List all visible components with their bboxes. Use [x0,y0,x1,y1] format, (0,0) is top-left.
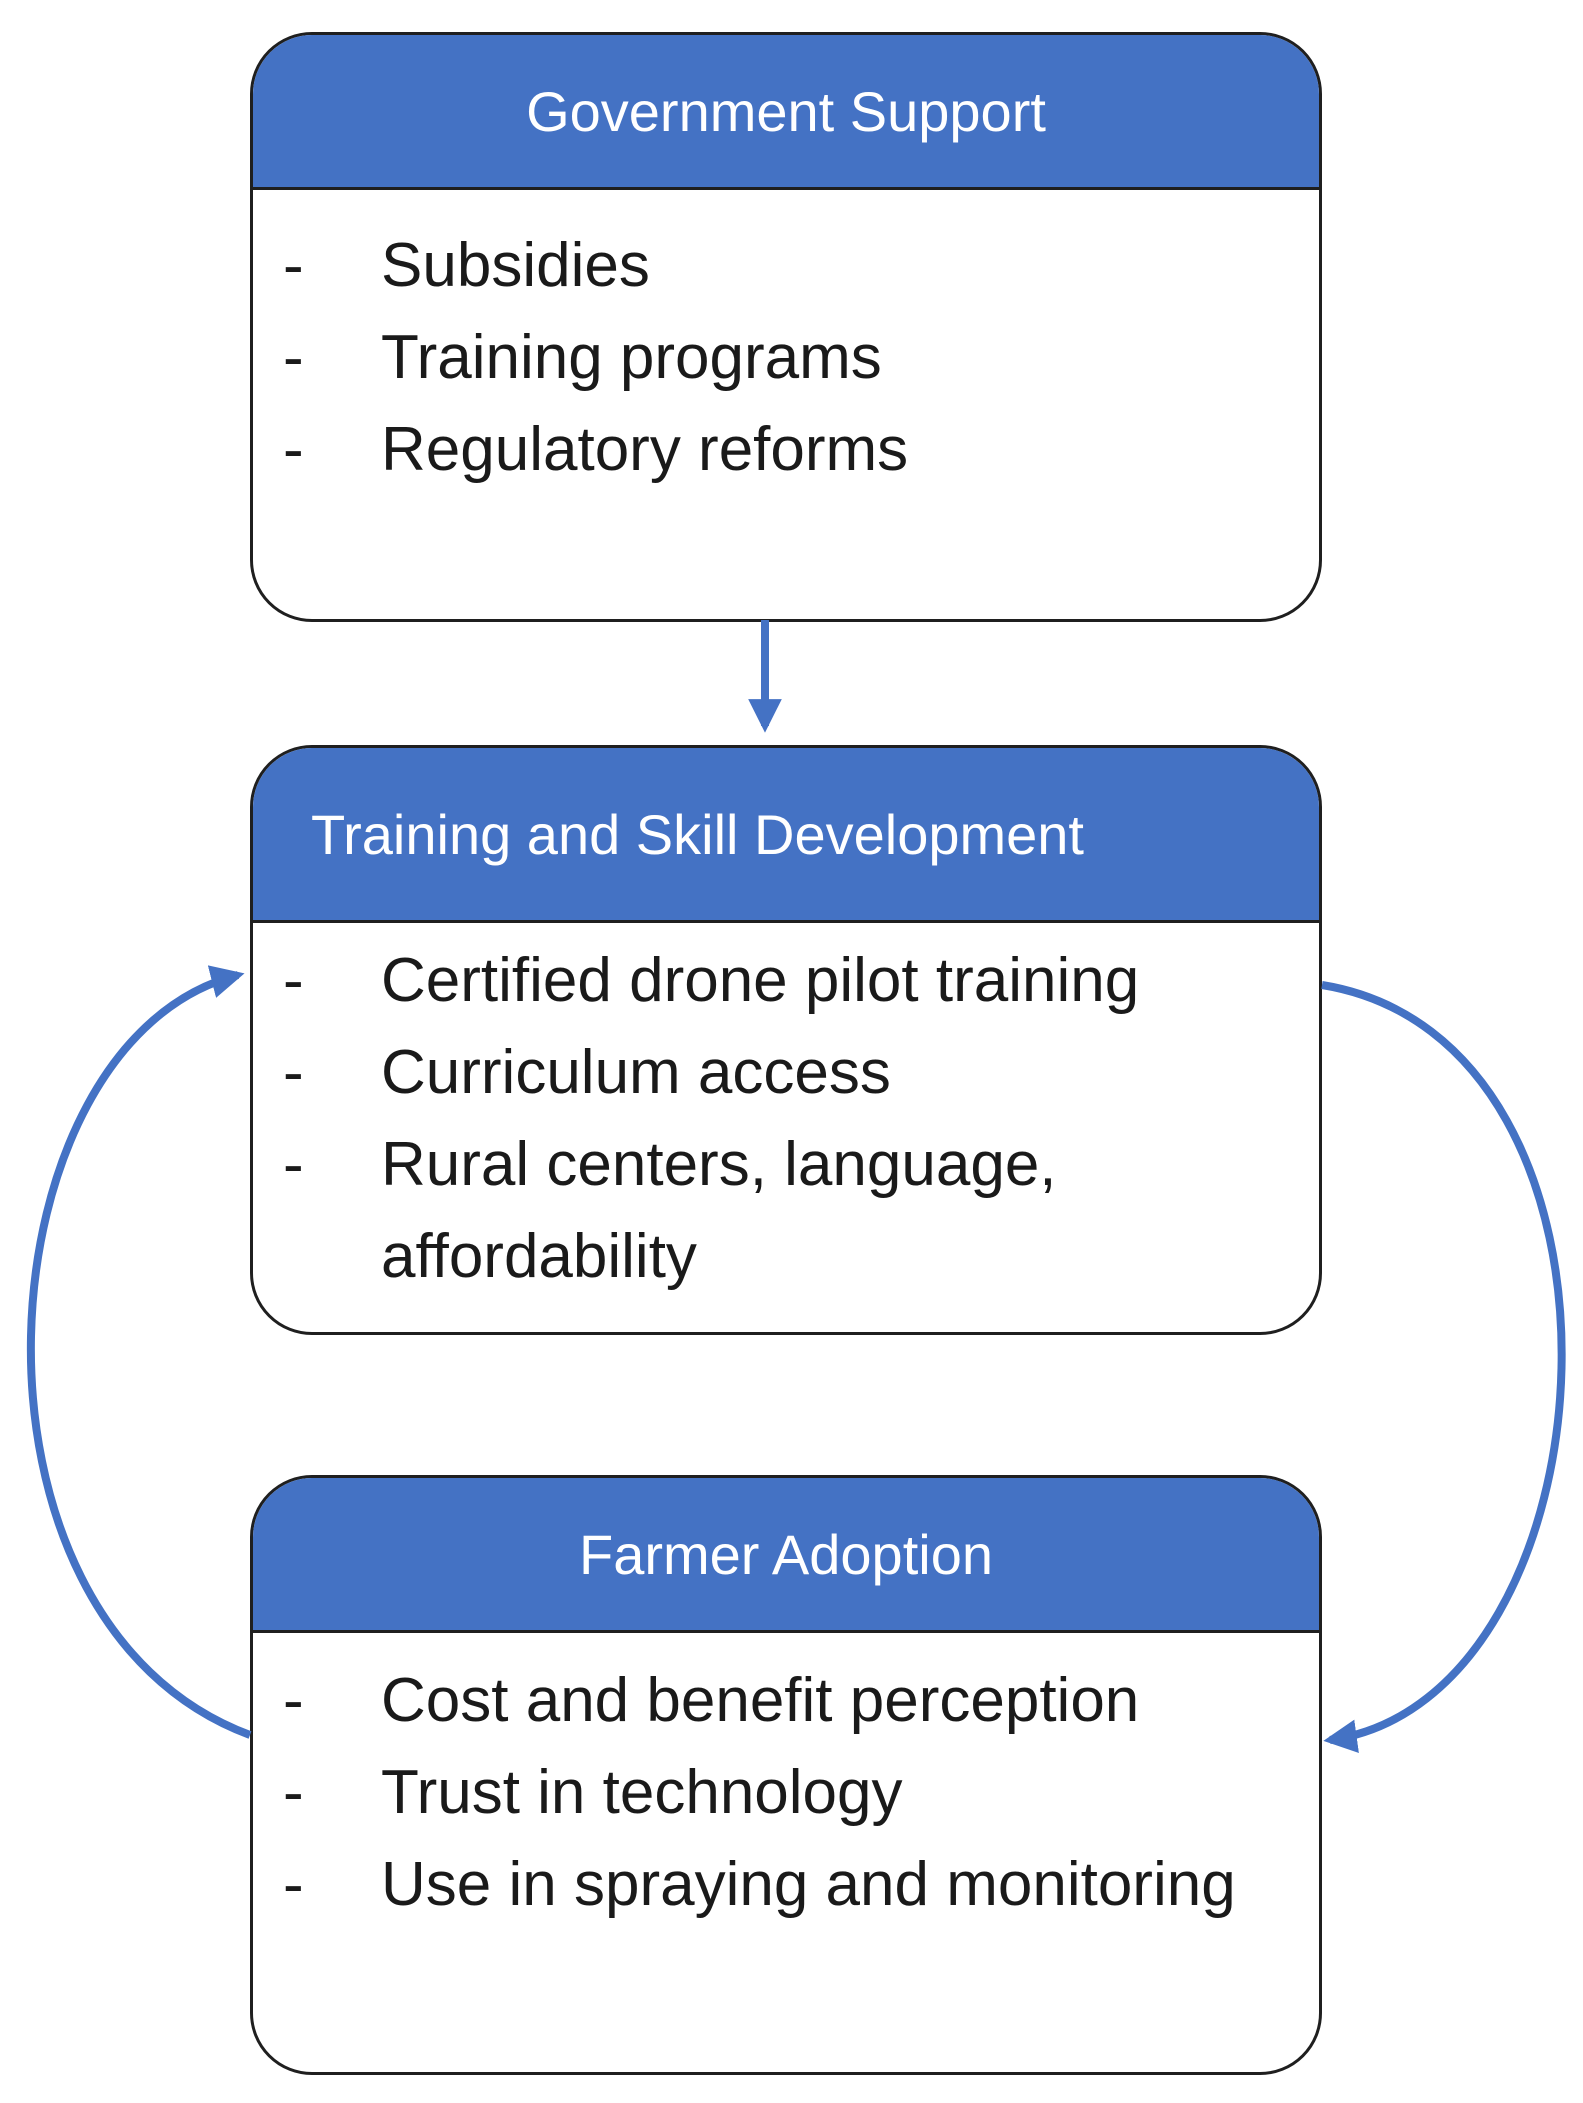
bullet-dash: - [283,1758,304,1827]
list-item: - Training programs [253,312,1319,404]
training-skill-box: Training and Skill Development - Certifi… [250,745,1322,1335]
farmer-adoption-header: Farmer Adoption [253,1478,1319,1633]
farmer-adoption-title: Farmer Adoption [579,1522,993,1586]
item-text: Subsidies [381,231,650,300]
training-skill-list: - Certified drone pilot training - Curri… [253,923,1319,1303]
item-text: Use in spraying and monitoring [381,1850,1236,1919]
item-text: Regulatory reforms [381,415,909,484]
farmer-adoption-list: - Cost and benefit perception - Trust in… [253,1633,1319,1931]
list-item: - Curriculum access [253,1027,1319,1119]
list-item: - Regulatory reforms [253,404,1319,496]
left-curved-arrow [26,965,252,1739]
bullet-dash: - [283,231,304,300]
bullet-dash: - [283,323,304,392]
item-text: Rural centers, language, affordability [381,1130,1057,1291]
bullet-dash: - [283,946,304,1015]
item-text: Certified drone pilot training [381,946,1140,1015]
item-text: Curriculum access [381,1038,891,1107]
training-skill-header: Training and Skill Development [253,748,1319,923]
government-support-list: - Subsidies - Training programs - Regula… [253,190,1319,496]
bullet-dash: - [283,1666,304,1735]
bullet-dash: - [283,1038,304,1107]
farmer-adoption-box: Farmer Adoption - Cost and benefit perce… [250,1475,1322,2075]
government-support-header: Government Support [253,35,1319,190]
item-text: Cost and benefit perception [381,1666,1140,1735]
right-curved-arrow [1321,981,1566,1753]
bullet-dash: - [283,1130,304,1199]
item-text: Trust in technology [381,1758,903,1827]
training-skill-title: Training and Skill Development [311,802,1084,866]
list-item: - Cost and benefit perception [253,1655,1319,1747]
list-item: - Subsidies [253,220,1319,312]
government-support-title: Government Support [526,79,1046,143]
list-item: - Rural centers, language, affordability [253,1119,1319,1303]
bullet-dash: - [283,415,304,484]
list-item: - Trust in technology [253,1747,1319,1839]
list-item: - Certified drone pilot training [253,935,1319,1027]
list-item: - Use in spraying and monitoring [253,1839,1319,1931]
item-text: Training programs [381,323,882,392]
government-support-box: Government Support - Subsidies - Trainin… [250,32,1322,622]
bullet-dash: - [283,1850,304,1919]
